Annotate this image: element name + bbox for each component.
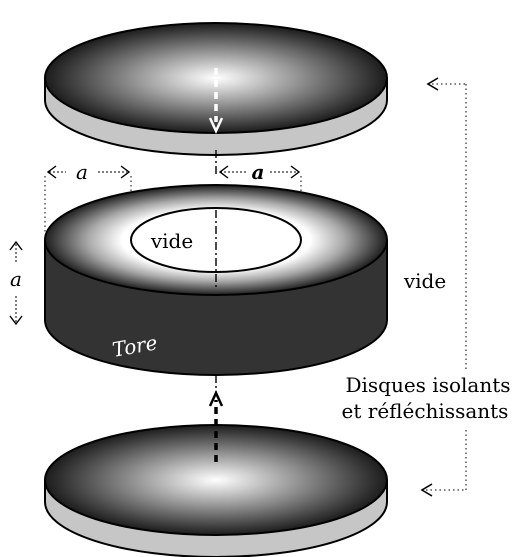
- torus: [44, 184, 388, 376]
- dimension-a-side-label: a: [10, 267, 22, 291]
- bottom-black-arrowhead: [208, 390, 224, 407]
- top-white-arrowhead: [208, 117, 224, 134]
- dimension-a-right-label: a: [252, 160, 265, 184]
- dimension-a-side: [9, 240, 23, 326]
- caption-arrow-top: [426, 77, 439, 91]
- dimension-a-left-label: a: [76, 160, 88, 184]
- bottom-disc-face: [44, 424, 388, 536]
- vide-inner-label: vide: [150, 229, 193, 253]
- top-disc: [44, 22, 388, 156]
- caption-line-2: et réfléchissants: [342, 399, 509, 423]
- caption-arrow-bottom: [420, 483, 433, 497]
- torus-hole: [130, 207, 302, 273]
- caption-bracket: [420, 77, 467, 497]
- dimension-a-left: [44, 165, 132, 250]
- bottom-disc: [44, 390, 388, 557]
- vide-side-label: vide: [403, 269, 446, 293]
- caption-line-1: Disques isolants: [345, 373, 510, 397]
